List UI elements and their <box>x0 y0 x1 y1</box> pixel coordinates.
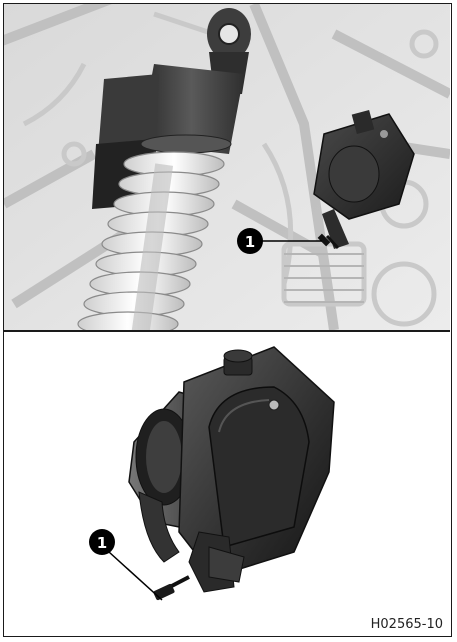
detail-drawing: 1 <box>89 346 335 601</box>
figure-frame: 1 <box>3 3 452 637</box>
callout-1-bottom: 1 <box>89 529 163 601</box>
panel-divider <box>4 330 450 332</box>
overview-illustration: 1 <box>4 4 450 330</box>
engine-fins <box>284 253 364 303</box>
throttle-body-detail <box>128 346 335 601</box>
detail-illustration: 1 <box>4 332 450 635</box>
callout-1-top: 1 <box>237 228 322 254</box>
svg-text:1: 1 <box>245 233 255 251</box>
throttle-body-overview <box>313 110 415 250</box>
svg-text:1: 1 <box>97 534 107 552</box>
shock-absorber <box>77 8 251 330</box>
overview-drawing: 1 <box>4 4 450 330</box>
figure-code: H02565-10 <box>370 617 443 632</box>
